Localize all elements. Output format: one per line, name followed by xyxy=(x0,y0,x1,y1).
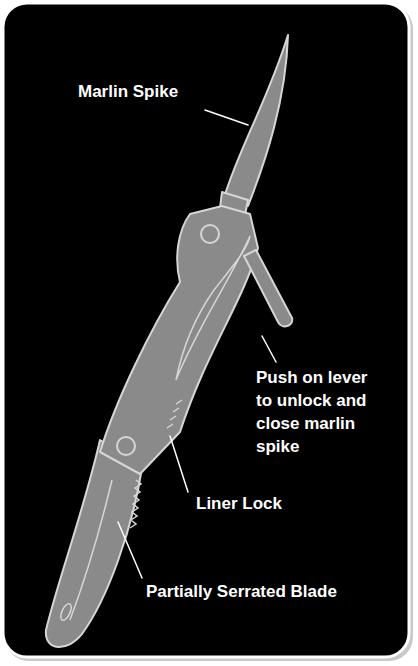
part-label: Push on lever to unlock and close marlin… xyxy=(256,366,378,458)
leader-line xyxy=(205,110,248,125)
handle xyxy=(100,206,258,474)
card xyxy=(3,3,409,657)
blade xyxy=(46,440,142,647)
leader-line xyxy=(262,336,276,362)
leader-line xyxy=(170,436,188,492)
handle-inlay xyxy=(176,236,250,380)
part-label: Marlin Spike xyxy=(78,80,208,103)
part-label: Liner Lock xyxy=(196,492,326,515)
serrations xyxy=(130,480,141,528)
lever xyxy=(244,250,292,326)
liner-lock xyxy=(167,400,182,428)
leader-line xyxy=(118,522,142,578)
blade-edge xyxy=(70,480,112,620)
pivot xyxy=(117,437,135,455)
part-label: Partially Serrated Blade xyxy=(146,580,396,603)
thumb-hole xyxy=(59,602,74,622)
pivot xyxy=(201,225,219,243)
